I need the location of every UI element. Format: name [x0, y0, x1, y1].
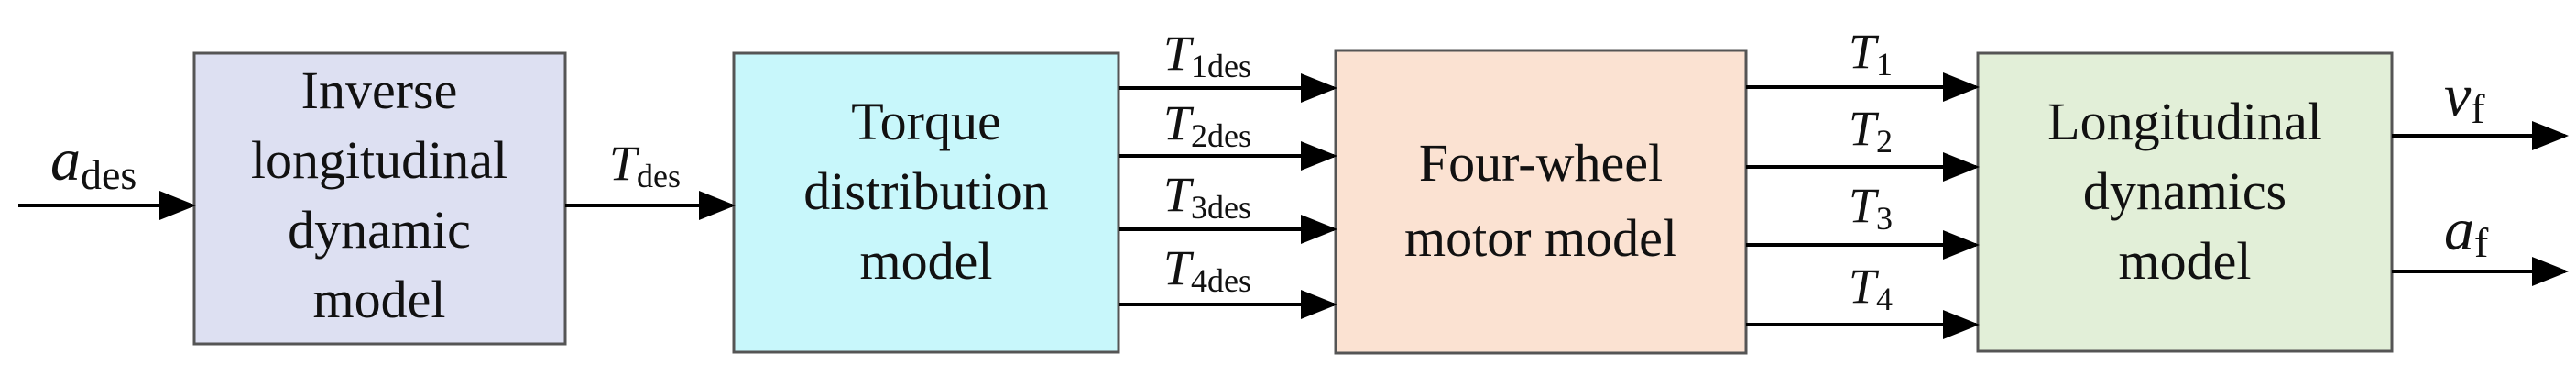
motor-block-box — [1334, 49, 1748, 355]
inverse-block-label-2: longitudinal — [251, 130, 508, 190]
a-f-base: a — [2444, 196, 2474, 263]
a-des-sub: des — [81, 151, 136, 198]
t1-label: T1 — [1849, 24, 1893, 83]
t3-base: T — [1849, 178, 1880, 233]
t4-sub: 4 — [1876, 281, 1893, 317]
t1-base: T — [1849, 24, 1880, 79]
torque-block-label-1: Torque — [851, 92, 1000, 151]
inverse-block-label-1: Inverse — [301, 61, 458, 120]
v-f-label: vf — [2444, 62, 2485, 132]
longitudinal-block-label-1: Longitudinal — [2047, 92, 2322, 151]
t-des-label: Tdes — [609, 136, 681, 194]
t2des-base: T — [1163, 95, 1195, 150]
t1des-sub: 1des — [1191, 48, 1251, 84]
t3-label: T3 — [1849, 178, 1893, 237]
a-f-label: af — [2444, 196, 2489, 266]
inverse-block-label-4: model — [313, 270, 446, 329]
t2des-label: T2des — [1163, 95, 1251, 154]
v-f-sub: f — [2471, 85, 2485, 132]
t3des-label: T3des — [1163, 167, 1251, 226]
four-wheel-motor-model-block: Four-wheel motor model — [1334, 49, 1748, 355]
torque-block-label-3: model — [860, 231, 993, 291]
longitudinal-dynamics-model-block: Longitudinal dynamics model — [1976, 51, 2394, 353]
a-des-base: a — [50, 127, 81, 194]
inverse-block-label-3: dynamic — [288, 200, 471, 260]
a-f-sub: f — [2474, 219, 2489, 266]
t4-label: T4 — [1849, 259, 1893, 317]
longitudinal-block-label-3: model — [2119, 231, 2252, 291]
inverse-block-box — [192, 51, 567, 346]
t1des-base: T — [1163, 26, 1195, 81]
v-f-base: v — [2444, 62, 2472, 129]
t3-sub: 3 — [1876, 200, 1893, 237]
torque-block-box — [732, 51, 1120, 354]
t1des-label: T1des — [1163, 26, 1251, 84]
t3des-sub: 3des — [1191, 189, 1251, 226]
torque-block-label-2: distribution — [803, 161, 1048, 221]
t4des-sub: 4des — [1191, 262, 1251, 299]
a-des-label: ades — [50, 127, 136, 198]
motor-block-label-2: motor model — [1404, 208, 1677, 268]
t-des-sub: des — [637, 158, 681, 194]
longitudinal-block-label-2: dynamics — [2083, 161, 2287, 221]
t2-sub: 2 — [1876, 123, 1893, 160]
longitudinal-block-box — [1976, 51, 2394, 353]
inverse-longitudinal-dynamic-model-block: Inverse longitudinal dynamic model — [192, 51, 567, 346]
t2-base: T — [1849, 101, 1880, 156]
t2-label: T2 — [1849, 101, 1893, 160]
torque-distribution-model-block: Torque distribution model — [732, 51, 1120, 354]
t4des-base: T — [1163, 240, 1195, 295]
t3des-base: T — [1163, 167, 1195, 222]
t-des-base: T — [609, 136, 640, 191]
t4des-label: T4des — [1163, 240, 1251, 299]
t1-sub: 1 — [1876, 46, 1893, 83]
t4-base: T — [1849, 259, 1880, 314]
t2des-sub: 2des — [1191, 117, 1251, 154]
motor-block-label-1: Four-wheel — [1419, 133, 1663, 193]
